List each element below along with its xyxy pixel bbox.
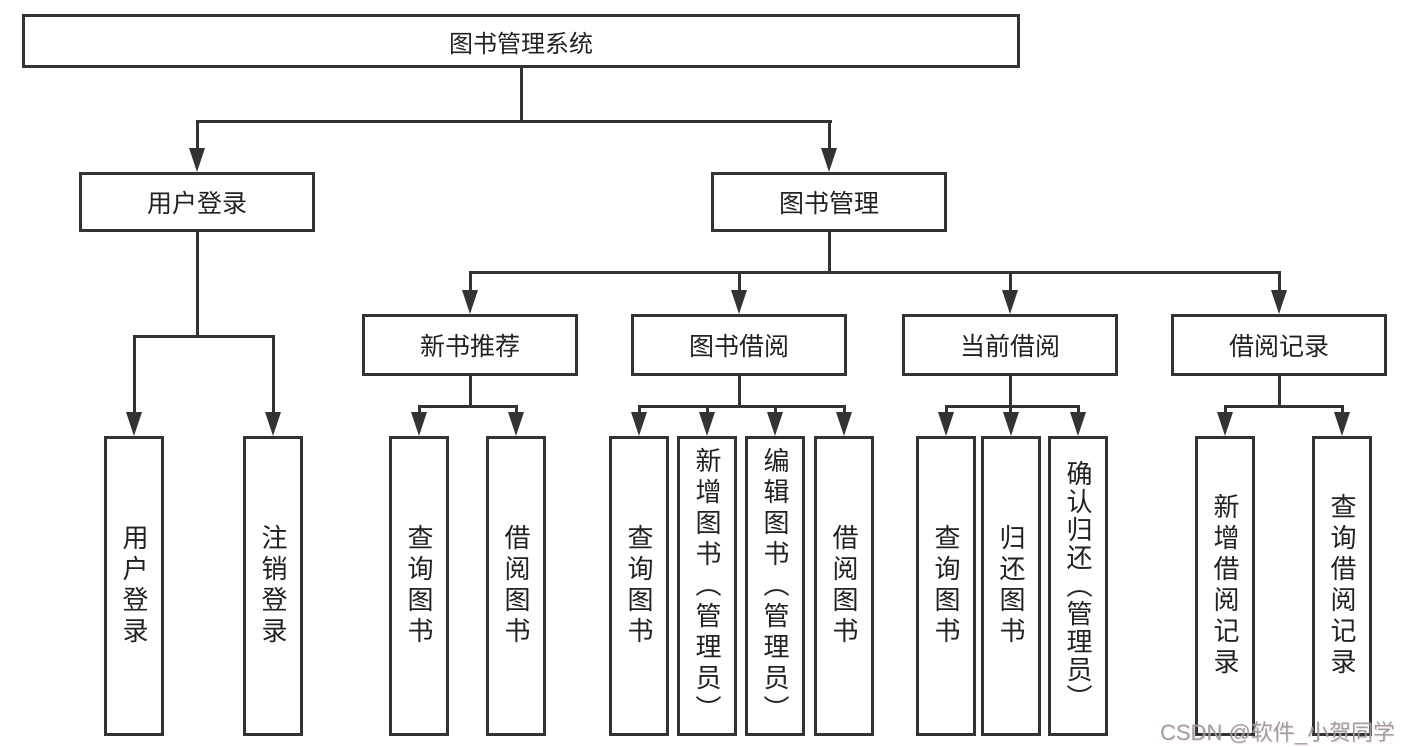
arrow-b1: [508, 412, 524, 436]
arrow-b2: [836, 412, 852, 436]
connector-drop-b2: [843, 405, 846, 418]
leaf-edit-books-admin: 编辑图书（管理员）: [745, 436, 805, 736]
arrow-confirm-return: [1070, 412, 1086, 436]
connector-level3-rail: [469, 271, 1281, 274]
leaf-return-books: 归还图书: [981, 436, 1041, 736]
arrow-leaf-logout: [265, 412, 281, 436]
node-new-book-recommend: 新书推荐: [362, 314, 578, 376]
connector-borrow-records-stem: [1278, 376, 1281, 408]
node-book-borrow: 图书借阅: [631, 314, 847, 376]
arrow-add-book: [699, 412, 715, 436]
connector-current-borrow-rail: [945, 405, 1080, 408]
connector-current-borrow-stem: [1009, 376, 1012, 408]
leaf-query-books-current: 查询图书: [916, 436, 976, 736]
node-book-management: 图书管理: [711, 172, 947, 232]
connector-user-login-rail: [133, 335, 275, 338]
node-current-borrow: 当前借阅: [902, 314, 1118, 376]
connector-drop-edit-book: [774, 405, 777, 418]
arrow-add-record: [1217, 412, 1233, 436]
arrow-book-borrow: [731, 290, 747, 314]
arrow-new-book: [462, 290, 478, 314]
leaf-confirm-return-admin: 确认归还（管理员）: [1048, 436, 1108, 736]
connector-drop-new-book: [469, 271, 472, 296]
leaf-borrow-books: 借阅图书: [814, 436, 874, 736]
node-borrow-records: 借阅记录: [1171, 314, 1387, 376]
connector-drop-b1: [515, 405, 518, 418]
node-book-management-system: 图书管理系统: [22, 14, 1020, 68]
arrow-q2: [631, 412, 647, 436]
arrow-return-book: [1003, 412, 1019, 436]
connector-drop-q2: [638, 405, 641, 418]
arrow-q1: [411, 412, 427, 436]
connector-drop-add-book: [706, 405, 709, 418]
leaf-add-books-admin: 新增图书（管理员）: [677, 436, 737, 736]
leaf-add-borrow-record: 新增借阅记录: [1195, 436, 1255, 736]
leaf-query-books-recommend: 查询图书: [389, 436, 449, 736]
arrow-query-record: [1334, 412, 1350, 436]
connector-drop-add-record: [1224, 405, 1227, 418]
connector-root-stem: [520, 66, 523, 122]
arrow-leaf-user-login: [126, 412, 142, 436]
connector-drop-q1: [418, 405, 421, 418]
leaf-logout: 注销登录: [243, 436, 303, 736]
connector-drop-leaf-logout: [272, 335, 275, 418]
node-user-login: 用户登录: [79, 172, 315, 232]
connector-drop-user-login: [196, 120, 199, 152]
connector-drop-return-book: [1009, 405, 1012, 418]
connector-drop-leaf-user-login: [133, 335, 136, 418]
connector-drop-current-borrow: [1009, 271, 1012, 296]
connector-drop-query-record: [1341, 405, 1344, 418]
connector-book-borrow-rail: [638, 405, 846, 408]
connector-drop-book-borrow: [738, 271, 741, 296]
connector-user-login-stem: [196, 232, 199, 338]
arrow-book-mgmt: [821, 148, 837, 172]
connector-drop-borrow-records: [1278, 271, 1281, 296]
arrow-borrow-records: [1271, 290, 1287, 314]
connector-drop-confirm-return: [1077, 405, 1080, 418]
connector-new-book-stem: [469, 376, 472, 408]
connector-borrow-records-rail: [1224, 405, 1344, 408]
connector-level2-rail: [196, 120, 832, 123]
connector-drop-book-mgmt: [828, 120, 831, 152]
leaf-query-borrow-record: 查询借阅记录: [1312, 436, 1372, 736]
leaf-user-login: 用户登录: [104, 436, 164, 736]
arrow-current-borrow: [1002, 290, 1018, 314]
leaf-query-books-borrow: 查询图书: [609, 436, 669, 736]
connector-drop-q3: [945, 405, 948, 418]
arrow-user-login: [189, 148, 205, 172]
arrow-q3: [938, 412, 954, 436]
connector-new-book-rail: [418, 405, 518, 408]
connector-book-mgmt-stem: [828, 232, 831, 274]
arrow-edit-book: [767, 412, 783, 436]
csdn-watermark: CSDN @软件_小贺同学: [1160, 720, 1396, 745]
connector-book-borrow-stem: [738, 376, 741, 408]
leaf-borrow-books-recommend: 借阅图书: [486, 436, 546, 736]
